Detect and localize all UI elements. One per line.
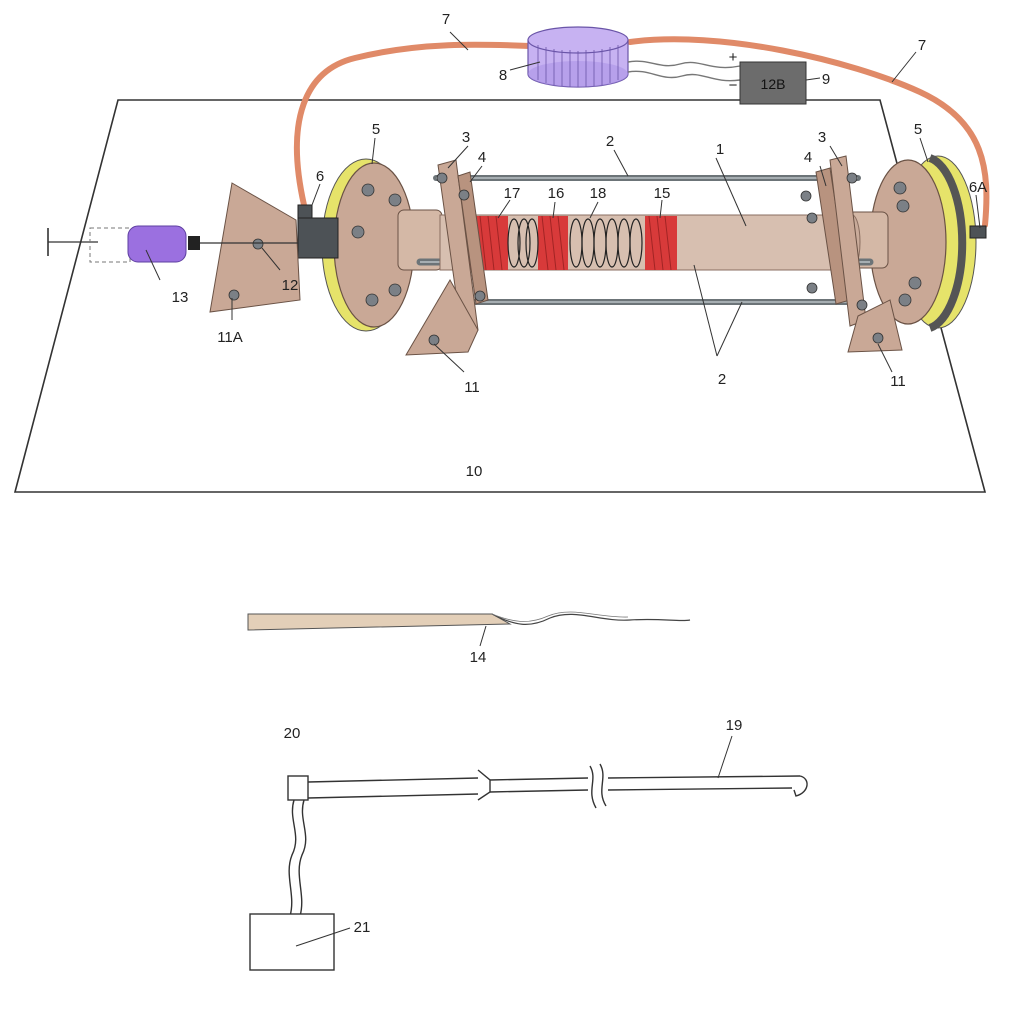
hose-right — [627, 36, 990, 228]
label-1: 1 — [716, 141, 724, 158]
left-flange — [321, 158, 415, 332]
label-3-left: 3 — [462, 129, 470, 146]
label-19: 19 — [726, 717, 743, 734]
label-5-right: 5 — [914, 121, 922, 138]
label-11-left: 11 — [464, 379, 480, 396]
label-20: 20 — [284, 725, 301, 742]
mount-bracket — [209, 182, 301, 313]
syringe-icon — [47, 225, 298, 263]
label-18: 18 — [590, 185, 607, 202]
support-foot-left — [405, 278, 479, 356]
label-10: 10 — [466, 463, 483, 480]
label-12: 12 — [282, 277, 299, 294]
left-end-block — [297, 217, 339, 259]
leader-14 — [479, 625, 487, 647]
label-2-bottom: 2 — [718, 371, 726, 388]
label-21: 21 — [354, 919, 371, 936]
label-11a: 11A — [217, 329, 243, 346]
label-6a: 6A — [969, 179, 987, 196]
label-13: 13 — [172, 289, 189, 306]
battery-minus: − — [729, 77, 738, 94]
reservoir-icon — [527, 26, 629, 88]
right-flange — [869, 154, 977, 332]
support-foot-right — [847, 299, 903, 353]
rod-bolts — [436, 172, 868, 311]
wire-positive — [627, 60, 741, 69]
label-9: 9 — [822, 71, 830, 88]
label-7-right: 7 — [918, 37, 926, 54]
label-5-left: 5 — [372, 121, 380, 138]
label-3-right: 3 — [818, 129, 826, 146]
left-brackets — [437, 159, 489, 337]
label-4-left: 4 — [478, 149, 486, 166]
wire-negative — [627, 70, 741, 82]
battery-label: 12B — [761, 76, 786, 92]
label-16: 16 — [548, 185, 565, 202]
right-end-plug — [969, 225, 987, 239]
leader-lines — [145, 31, 981, 373]
label-8: 8 — [499, 67, 507, 84]
label-7-left: 7 — [442, 11, 450, 28]
battery-box-icon — [739, 61, 807, 105]
probe-assembly — [249, 763, 808, 971]
battery-plus: + — [729, 49, 738, 66]
spring — [507, 218, 643, 268]
label-15: 15 — [654, 185, 671, 202]
label-2-top: 2 — [606, 133, 614, 150]
strip-with-wire — [247, 611, 691, 631]
label-6: 6 — [316, 168, 324, 185]
hose-left — [294, 41, 533, 208]
leader-19 — [717, 735, 733, 779]
label-17: 17 — [504, 185, 521, 202]
label-14: 14 — [470, 649, 487, 666]
label-4-right: 4 — [804, 149, 812, 166]
label-11-right: 11 — [890, 373, 906, 390]
leader-21 — [295, 927, 351, 947]
